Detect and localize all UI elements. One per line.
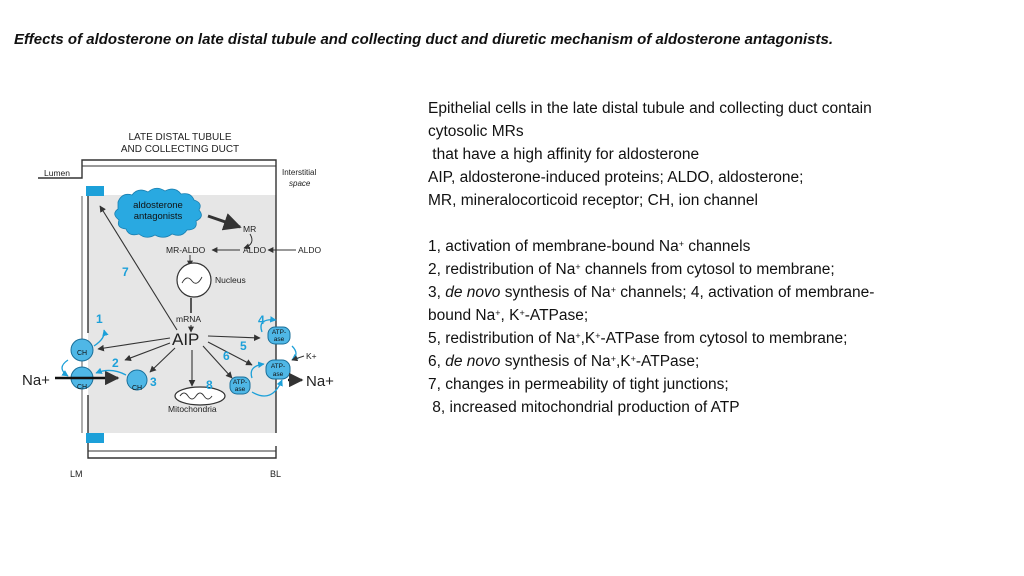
step1-arrow <box>93 329 109 347</box>
note-line: Epithelial cells in the late distal tubu… <box>428 100 872 117</box>
na-channel-cytosol <box>126 369 148 391</box>
note-step-8: 8, increased mitochondrial production of… <box>428 399 740 416</box>
note-step-4-cont: bound Na+, K+-ATPase; <box>428 307 589 324</box>
mr-label: MR <box>243 224 256 234</box>
page-title: Effects of aldosterone on late distal tu… <box>14 31 834 48</box>
mr-aldo-label: MR-ALDO <box>166 245 206 255</box>
note-line: AIP, aldosterone-induced proteins; ALDO,… <box>428 169 804 186</box>
aip-to-junction-arrow <box>99 205 178 331</box>
luminal-membrane-label: LM <box>70 469 83 479</box>
atpase-top-line1: ATP- <box>272 329 286 336</box>
na-lumen-label: Na+ <box>22 372 50 389</box>
segment-heading-line1: LATE DISTAL TUBULE <box>129 132 232 143</box>
step-number-3: 3 <box>150 375 157 389</box>
note-line: cytosolic MRs <box>428 123 524 140</box>
ch-cytosol-label: CH <box>132 385 142 392</box>
step4-arrow <box>260 316 277 333</box>
step-number-7: 7 <box>122 265 129 279</box>
interstitial-label-line1: Interstitial <box>282 168 316 177</box>
na-channel-upper <box>70 338 94 362</box>
atpase-recycle-arrow <box>291 345 299 361</box>
atpase-top-line2: ase <box>274 336 285 343</box>
atpase-right-line1: ATP- <box>271 363 285 370</box>
step-number-4: 4 <box>258 313 265 327</box>
note-step-1: 1, activation of membrane-bound Na+ chan… <box>428 238 751 255</box>
mitochondrion <box>174 386 226 406</box>
nucleus-label: Nucleus <box>215 275 246 285</box>
note-step-3-4: 3, de novo synthesis of Na+ channels; 4,… <box>428 284 875 301</box>
step-number-6: 6 <box>223 349 230 363</box>
ch-upper-label: CH <box>77 350 87 357</box>
atpase-cytosol-line1: ATP- <box>233 379 247 386</box>
note-line: that have a high affinity for aldosteron… <box>428 146 700 163</box>
step-number-8: 8 <box>206 378 213 392</box>
channel-recycle-arrow <box>61 359 69 377</box>
legend-notes: Epithelial cells in the late distal tubu… <box>428 97 988 419</box>
note-step-6: 6, de novo synthesis of Na+,K+-ATPase; <box>428 353 700 370</box>
nucleus <box>176 262 212 298</box>
step5-arrow <box>250 361 265 379</box>
step-number-2: 2 <box>112 356 119 370</box>
note-step-2: 2, redistribution of Na+ channels from c… <box>428 261 835 278</box>
aldo-inner-label: ALDO <box>243 245 267 255</box>
step-number-5: 5 <box>240 339 247 353</box>
aldosterone-antagonists-cloud <box>114 187 202 238</box>
tight-junction-bottom <box>86 433 104 443</box>
antagonists-label-line1: aldosterone <box>133 200 183 211</box>
aip-label: AIP <box>172 330 199 349</box>
note-step-5: 5, redistribution of Na+,K+-ATPase from … <box>428 330 848 347</box>
atpase-right <box>265 359 291 380</box>
note-line: MR, mineralocorticoid receptor; CH, ion … <box>428 192 758 209</box>
mitochondria-label: Mitochondria <box>168 404 217 414</box>
step-number-1: 1 <box>96 312 103 326</box>
antagonist-block-arrow <box>207 213 242 231</box>
na-interstitial-label: Na+ <box>306 373 334 390</box>
atpase-top <box>267 326 291 345</box>
note-step-7: 7, changes in permeability of tight junc… <box>428 376 729 393</box>
ch-lower-label: CH <box>77 384 87 391</box>
upper-neighbour-cell <box>38 159 277 179</box>
lumen-label: Lumen <box>44 168 70 178</box>
interstitial-label-line2: space <box>289 179 311 188</box>
tight-junction-top <box>86 186 104 196</box>
mrna-label: mRNA <box>176 314 201 324</box>
basolateral-membrane-label: BL <box>270 469 281 479</box>
aldo-mr-binding-arrow <box>243 233 253 250</box>
atpase-cytosol-line2: ase <box>235 386 246 393</box>
atpase-cytosol <box>229 376 251 395</box>
aldosterone-mechanism-diagram: LATE DISTAL TUBULE AND COLLECTING DUCT L… <box>22 132 334 479</box>
step2-arrow <box>95 367 127 376</box>
k-plus-label: K+ <box>306 351 317 361</box>
atpase-right-line2: ase <box>273 371 284 378</box>
aldo-outer-label: ALDO <box>298 245 322 255</box>
antagonists-label-line2: antagonists <box>134 211 183 222</box>
segment-heading-line2: AND COLLECTING DUCT <box>121 144 239 155</box>
